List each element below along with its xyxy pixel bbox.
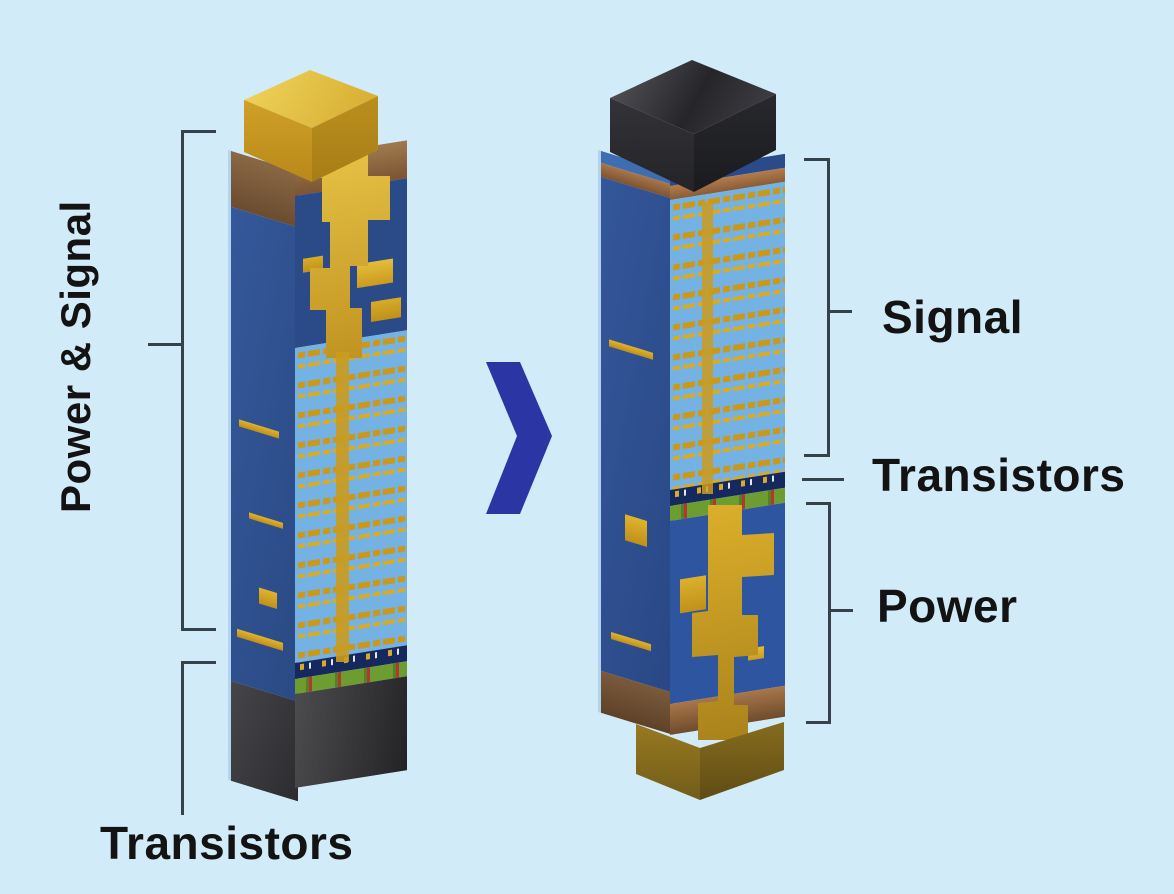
gold-trace xyxy=(611,631,651,652)
gold-bottom-bump-cap xyxy=(628,714,788,806)
gold-bump-cap xyxy=(238,66,383,186)
bracket-top-tick xyxy=(181,130,216,133)
gold-pad xyxy=(259,587,277,609)
bracket-mid-tick xyxy=(830,310,852,313)
signal-wiring-layer xyxy=(295,330,407,663)
bracket-mid-tick xyxy=(831,609,853,612)
gold-trace xyxy=(239,419,279,439)
gold-pad xyxy=(625,514,647,547)
power-and-signal-label: Power & Signal xyxy=(52,200,99,514)
bracket-vertical-line xyxy=(827,158,830,457)
left-pillar-left-face xyxy=(228,150,298,802)
bracket-mid-tick xyxy=(148,343,181,346)
gold-trace xyxy=(237,628,283,651)
bracket-top-tick xyxy=(806,502,831,505)
substrate-side-layer xyxy=(231,680,298,802)
gold-trace xyxy=(249,512,283,529)
interconnect-side-layer xyxy=(601,176,673,693)
substrate-layer xyxy=(295,676,407,788)
gold-spine-trace xyxy=(336,352,349,662)
bracket-bottom-tick xyxy=(806,721,831,724)
signal-label: Signal xyxy=(882,291,1024,343)
bracket-top-tick xyxy=(181,661,216,664)
substrate-top-cap xyxy=(605,58,780,198)
bracket-bottom-tick xyxy=(181,628,216,631)
bracket-vertical-line xyxy=(181,130,184,631)
signal-wiring-layer xyxy=(670,181,785,491)
left-transistors-label: Transistors xyxy=(100,817,354,869)
gold-spine-trace xyxy=(702,202,713,494)
right-transistors-label: Transistors xyxy=(872,449,1126,501)
power-label: Power xyxy=(877,580,1018,632)
bracket-bottom-tick xyxy=(804,454,830,457)
interconnect-side-layer xyxy=(231,206,298,702)
bracket-vertical-line xyxy=(181,661,184,815)
gold-trace xyxy=(609,339,653,360)
transistors-pointer-line xyxy=(802,478,844,481)
chevron-right-icon xyxy=(486,362,552,514)
bracket-vertical-line xyxy=(828,502,831,724)
bracket-top-tick xyxy=(804,158,830,161)
right-pillar-left-face xyxy=(598,150,673,735)
